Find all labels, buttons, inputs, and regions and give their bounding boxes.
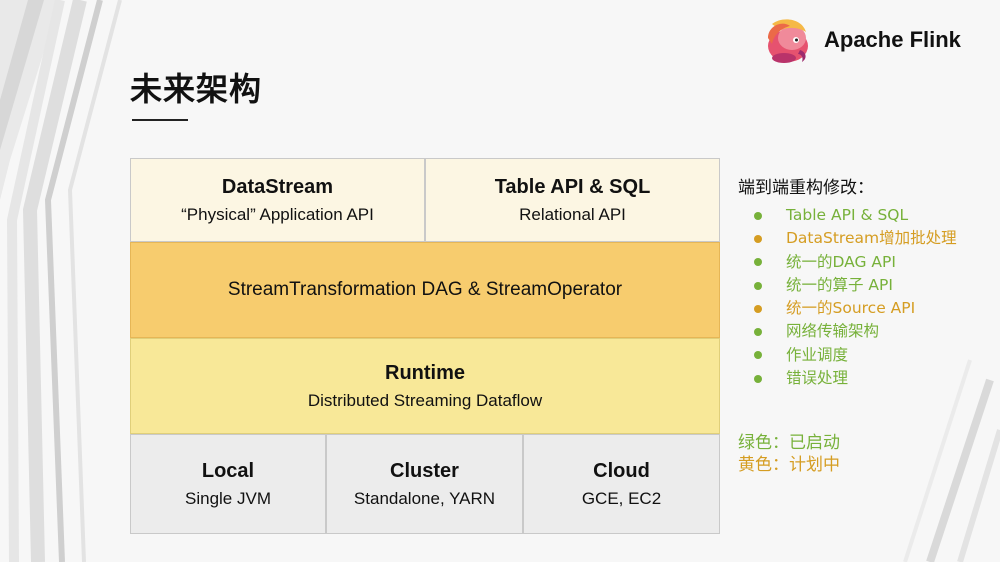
refactor-panel: 端到端重构修改： Table API & SQL DataStream增加批处理…	[738, 173, 998, 390]
list-item-text: 统一的算子 API	[786, 275, 893, 294]
cluster-subtitle: Standalone, YARN	[353, 488, 496, 508]
legend-yellow: 黄色：计划中	[738, 455, 840, 475]
list-item-text: 网络传输架构	[786, 322, 880, 341]
legend-green: 绿色：已启动	[738, 433, 840, 453]
slide-title: 未来架构	[130, 70, 263, 108]
bullet-dot-icon	[754, 374, 762, 383]
bullet-dot-icon	[754, 281, 762, 290]
list-item: Table API & SQL	[754, 204, 998, 227]
local-title: Local	[201, 459, 255, 482]
datastream-subtitle: “Physical” Application API	[181, 204, 374, 224]
table-api-layer: Table API & SQL Relational API	[425, 158, 720, 242]
local-deployment: Local Single JVM	[130, 434, 326, 534]
bullet-dot-icon	[754, 258, 762, 267]
cloud-deployment: Cloud GCE, EC2	[523, 434, 720, 534]
datastream-layer: DataStream “Physical” Application API	[130, 158, 425, 242]
list-item: 统一的Source API	[754, 297, 998, 320]
flink-squirrel-icon	[768, 19, 808, 63]
list-item-text: 统一的Source API	[786, 299, 916, 318]
list-item: 错误处理	[754, 367, 998, 390]
table-api-subtitle: Relational API	[519, 204, 626, 224]
bullet-dot-icon	[754, 304, 762, 313]
list-item-text: DataStream增加批处理	[786, 229, 957, 248]
apache-flink-logo-text: Apache Flink	[824, 27, 961, 52]
list-item: 统一的算子 API	[754, 274, 998, 297]
cloud-subtitle: GCE, EC2	[581, 488, 662, 508]
cluster-deployment: Cluster Standalone, YARN	[326, 434, 523, 534]
list-item: 作业调度	[754, 344, 998, 367]
apache-flink-logo: Apache Flink	[762, 14, 961, 66]
list-item: 网络传输架构	[754, 320, 998, 343]
table-api-title: Table API & SQL	[494, 175, 651, 198]
status-legend: 绿色：已启动 黄色：计划中	[738, 432, 840, 476]
bullet-dot-icon	[754, 211, 762, 220]
list-item: 统一的DAG API	[754, 251, 998, 274]
local-subtitle: Single JVM	[185, 488, 271, 508]
runtime-title: Runtime	[385, 361, 465, 384]
datastream-title: DataStream	[221, 175, 334, 198]
cluster-title: Cluster	[390, 459, 459, 482]
list-item-text: 统一的DAG API	[786, 252, 896, 271]
title-underline	[132, 119, 188, 121]
list-item: DataStream增加批处理	[754, 227, 998, 250]
stream-transformation-layer: StreamTransformation DAG & StreamOperato…	[130, 242, 720, 338]
cloud-title: Cloud	[593, 459, 650, 482]
refactor-list: Table API & SQL DataStream增加批处理 统一的DAG A…	[738, 204, 998, 390]
list-item-text: 错误处理	[786, 369, 849, 388]
bullet-dot-icon	[754, 351, 762, 360]
refactor-heading: 端到端重构修改：	[738, 178, 874, 198]
bullet-dot-icon	[754, 234, 762, 243]
list-item-text: Table API & SQL	[786, 206, 909, 224]
list-item-text: 作业调度	[786, 345, 849, 364]
runtime-layer: Runtime Distributed Streaming Dataflow	[130, 338, 720, 434]
runtime-subtitle: Distributed Streaming Dataflow	[307, 390, 543, 410]
stream-transformation-label: StreamTransformation DAG & StreamOperato…	[227, 279, 623, 300]
bullet-dot-icon	[754, 328, 762, 337]
